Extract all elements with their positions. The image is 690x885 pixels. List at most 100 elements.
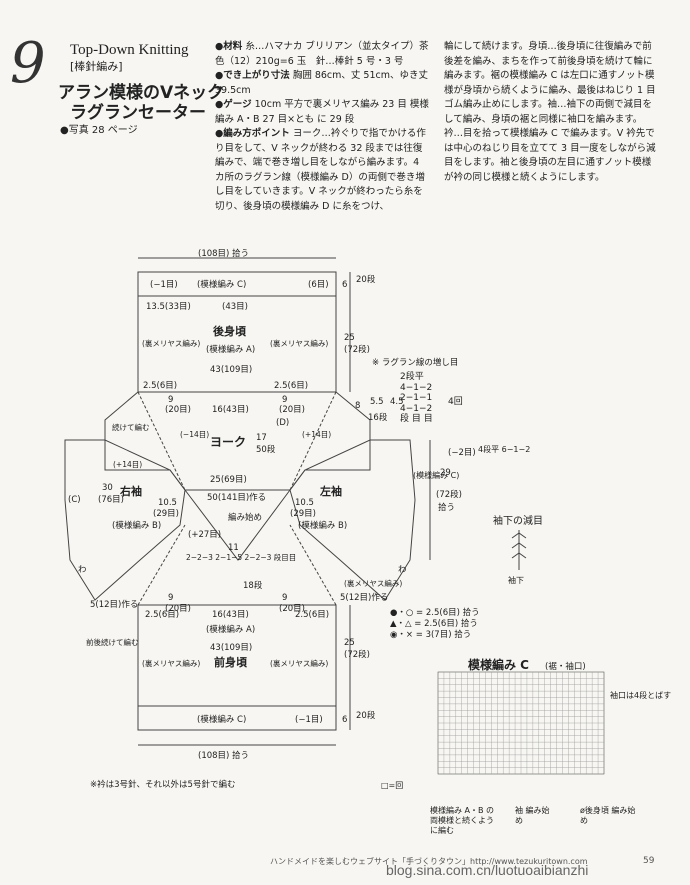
twenty-bottom-left: (20目) [165, 604, 191, 614]
front-16: 16(43目) [212, 610, 249, 620]
back-neck: (43目) [222, 302, 248, 312]
right-sleeve-label: 右袖 [119, 484, 142, 498]
chart-note-top: 袖口は4段とばす [610, 691, 672, 700]
gauge: ●ゲージ 10cm 平方で裏メリヤス編み 23 目 模様編み A・B 27 目×… [215, 99, 429, 125]
chart-subtitle: (裾・袖口) [545, 662, 586, 672]
chart-note-back: ø後身頃 編み始め [580, 806, 636, 825]
materials: ●材料 糸…ハマナカ ブリリアン（並太タイプ）茶色（12）210g=6 玉 針…… [215, 41, 429, 67]
yoke-label: ヨーク [210, 435, 246, 449]
pattern-number: 9 [10, 31, 46, 96]
dim-25-top: 25 [344, 333, 355, 343]
instructions-column-1: ●材料 糸…ハマナカ ブリリアン（並太タイプ）茶色（12）210g=6 玉 針…… [215, 40, 429, 214]
top-pickup: (108目) 拾う [198, 248, 249, 259]
raglan-4-5: 4.5 [390, 397, 404, 407]
needle-note: ※衿は3号針、それ以外は5号針で編む [90, 780, 236, 790]
pattern-c-vertical: (模様編み C) [413, 470, 459, 480]
series-label: Top-Down Knitting [70, 42, 189, 58]
photo-reference: ●写真 28 ページ [60, 125, 138, 136]
minus1-top: (−1目) [150, 280, 178, 290]
raglan-17: 17 [256, 433, 267, 443]
v-18dan: 18段 [243, 580, 263, 591]
chart-note-symbol: □=回 [381, 781, 404, 790]
chart-note-ab: 模様編み A・B の両模様と続くように編む [430, 806, 495, 835]
ura-meriyasu-back-left: (裏メリヤス編み) [142, 338, 200, 348]
front-body-label: 前身頃 [214, 655, 248, 669]
ura-meriyasu-front-right: (裏メリヤス編み) [270, 658, 328, 668]
yoke-16: 16(43目) [212, 405, 249, 415]
back-body-label: 後身頃 [213, 324, 247, 338]
six-cm-bottom: 6 [342, 715, 347, 725]
sleeve-10-5-left: 10.5 [295, 498, 314, 508]
footer-site: ハンドメイドを楽しむウェブサイト「手づくりタウン」http://www.tezu… [270, 857, 588, 866]
dim-20dan-top: 20段 [356, 274, 376, 285]
sleeve-29-right: (29目) [153, 509, 179, 519]
twenty-top-left: (20目) [165, 405, 191, 415]
sleeve-76: (76目) [98, 495, 124, 505]
sleeve-under-label: 袖下 [508, 576, 524, 585]
wa-right: わ [78, 565, 87, 575]
plus14-right: (+14目) [113, 460, 142, 469]
twenty-bottom-right: (20目) [279, 604, 305, 614]
knit-kind: [棒針編み] [70, 60, 123, 73]
bottom-pickup: (108目) 拾う [198, 750, 249, 761]
front-body-outline [137, 604, 337, 731]
instructions-column-2: 輪にして続けます。身頃…後身頃に往復編みで前後差を編み、まちを作って前後身頃を続… [444, 41, 656, 183]
sleeve-decrease: 4段平 6−1−2 [478, 444, 530, 454]
start-knit: 編み始め [228, 512, 262, 523]
raglan-5-5: 5.5 [370, 397, 384, 407]
raglan-16dan: 16段 [368, 412, 388, 423]
ura-meriyasu-front-left: (裏メリヤス編み) [142, 658, 200, 668]
front-pattern-c: (模様編み C) [197, 714, 246, 725]
c-label: (C) [68, 495, 81, 505]
raglan-repeat: 4回 [448, 397, 463, 407]
v-neck-line [184, 489, 291, 561]
nine-bottom-right: 9 [282, 593, 287, 603]
five-12: 5(12目)作る [90, 599, 138, 610]
v-steps: 2−2−3 2−1−5 2−2−3 段目目 [186, 552, 296, 562]
ura-meriyasu-back-right: (裏メリヤス編み) [270, 338, 328, 348]
yoke-50: 50(141目)作る [207, 492, 266, 503]
dim-72dan-top: (72段) [344, 344, 370, 355]
nine-top-left: 9 [168, 395, 173, 405]
pickup-legend: ●・○ = 2.5(6目) 拾う ▲・△ = 2.5(6目) 拾う ◉・× = … [390, 608, 480, 640]
title-line-1: アラン模様のVネック [58, 83, 225, 103]
back-pattern-c: (模様編み C) [197, 279, 246, 290]
dim-25-bottom: 25 [344, 638, 355, 648]
nine-bottom-left: 9 [168, 593, 173, 603]
back-shoulder: 13.5(33目) [146, 302, 191, 312]
finished-size: ●でき上がり寸法 胸囲 86cm、丈 51cm、ゆき丈 39.5cm [215, 70, 428, 96]
nine-top-right: 9 [282, 395, 287, 405]
watermark: blog.sina.com.cn/luotuoaibianzhi [386, 862, 589, 878]
wa-left: わ [398, 565, 407, 575]
pattern-b-left: (模様編み B) [298, 520, 347, 531]
raglan-2-5-bottom-left: 2.5(6目) [145, 610, 179, 620]
chart-title: 模様編み C [468, 658, 529, 672]
front-note: 前後続けて編む [86, 637, 139, 647]
sleeve-note: 続けて編む [112, 422, 150, 432]
sleeve-29-left: (29目) [290, 509, 316, 519]
front-width: 43(109目) [210, 643, 252, 653]
dim-72dan-bottom: (72段) [344, 649, 370, 660]
minus14: (−14目) [180, 430, 209, 439]
six-top: (6目) [308, 280, 329, 290]
raglan-steps: 2段平 4−1−2 2−1−1 4−1−2 段 目 目 [400, 372, 433, 424]
v-plus27: (+27目) [188, 530, 221, 540]
yoke-25: 25(69目) [210, 475, 247, 485]
sleeve-72: (72段) [436, 489, 462, 500]
d-label: (D) [276, 418, 289, 428]
pattern-b-right: (模様編み B) [112, 520, 161, 531]
raglan-2-5-bottom-right: 2.5(6目) [295, 610, 329, 620]
v-11: 11 [228, 543, 239, 553]
six-cm-top: 6 [342, 280, 347, 290]
sleeve-30: 30 [102, 483, 113, 493]
chart-note-sleeve: 袖 編み始め [515, 806, 550, 825]
right-sleeve-outline [64, 439, 186, 601]
title-line-2: ラグランセーター [70, 103, 206, 123]
five-12-right: 5(12目)作る [340, 592, 388, 603]
minus1-bottom: (−1目) [295, 715, 323, 725]
raglan-title: ※ ラグラン線の増し目 [372, 358, 459, 368]
left-sleeve-outline [289, 439, 416, 601]
page-number: 59 [643, 856, 655, 866]
sleeve-10-5-right: 10.5 [158, 498, 177, 508]
